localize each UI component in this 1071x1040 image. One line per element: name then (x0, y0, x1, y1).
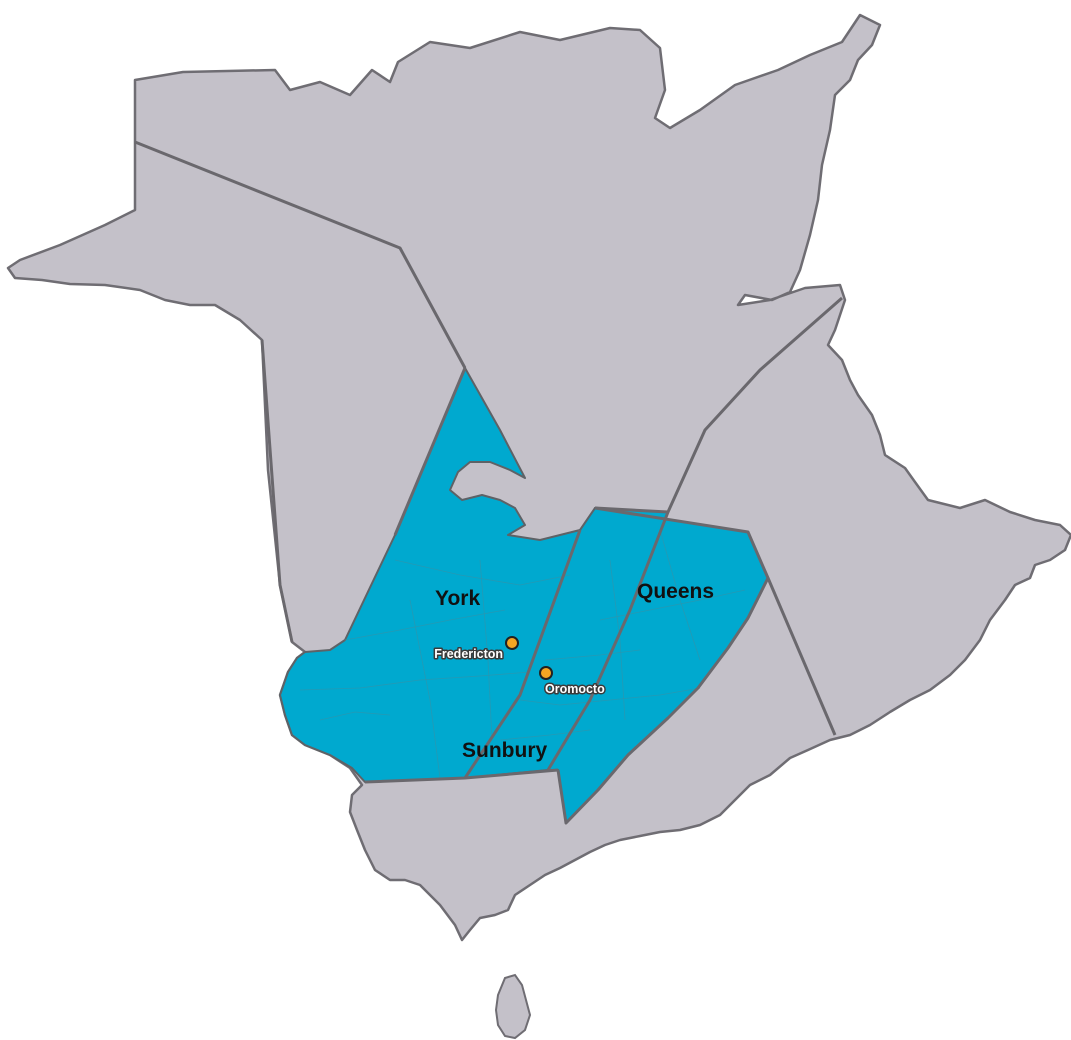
city-marker-oromocto[interactable] (539, 666, 553, 680)
county-label-york: York (435, 587, 480, 610)
county-label-sunbury: Sunbury (462, 739, 547, 762)
parish-lines (299, 529, 746, 779)
county-label-queens: Queens (637, 580, 714, 603)
city-label-oromocto: Oromocto (545, 682, 605, 696)
city-marker-fredericton[interactable] (505, 636, 519, 650)
city-label-fredericton: Fredericton (434, 647, 503, 661)
grand-manan-island (494, 973, 532, 1040)
county-boundaries (134, 140, 843, 825)
